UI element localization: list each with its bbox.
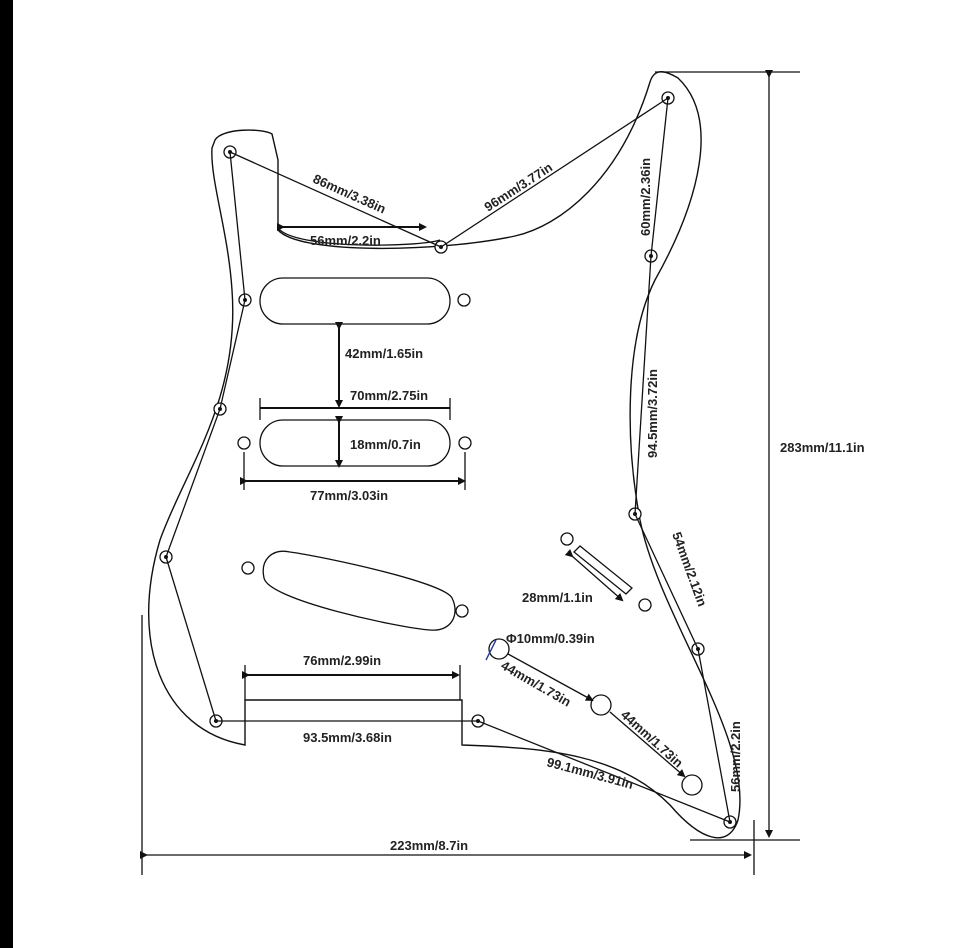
neck-pickup-slot bbox=[259, 277, 451, 325]
pot-spacing-line-1 bbox=[507, 653, 594, 701]
switch-screw-hole bbox=[560, 532, 574, 546]
label-70: 70mm/2.75in bbox=[350, 388, 428, 403]
label-283: 283mm/11.1in bbox=[780, 440, 865, 455]
left-border-bar bbox=[0, 0, 13, 948]
label-60: 60mm/2.36in bbox=[638, 158, 653, 236]
label-42: 42mm/1.65in bbox=[345, 346, 423, 361]
diameter-indicator bbox=[485, 639, 497, 661]
label-28: 28mm/1.1in bbox=[522, 590, 593, 605]
screw-path-bottom bbox=[216, 720, 731, 823]
label-93-5: 93.5mm/3.68in bbox=[303, 730, 392, 745]
screw-path-right bbox=[634, 97, 731, 823]
label-54: 54mm/2.12in bbox=[669, 530, 710, 609]
pickguard-outline bbox=[148, 71, 741, 839]
label-96: 96mm/3.77in bbox=[481, 159, 555, 214]
pickup-screw-hole bbox=[457, 293, 471, 307]
label-76: 76mm/2.99in bbox=[303, 653, 381, 668]
pot-hole bbox=[681, 774, 703, 796]
pickup-screw-hole bbox=[241, 561, 255, 575]
label-223: 223mm/8.7in bbox=[390, 838, 468, 853]
switch-screw-hole bbox=[638, 598, 652, 612]
bridge-pickup-slot bbox=[262, 550, 456, 631]
screw-path-top bbox=[229, 97, 669, 248]
dim-line-28 bbox=[564, 549, 624, 602]
label-18: 18mm/0.7in bbox=[350, 437, 421, 452]
label-44-b: 44mm/1.73in bbox=[618, 707, 686, 770]
pot-spacing-line-2 bbox=[609, 711, 686, 778]
pickup-screw-hole bbox=[458, 436, 472, 450]
neck-pocket-curve bbox=[277, 227, 441, 246]
label-10: Φ10mm/0.39in bbox=[506, 631, 595, 646]
label-56-top: 56mm/2.2in bbox=[310, 233, 381, 248]
pickup-screw-hole bbox=[455, 604, 469, 618]
label-77: 77mm/3.03in bbox=[310, 488, 388, 503]
pickup-screw-hole bbox=[237, 436, 251, 450]
label-56-right: 56mm/2.2in bbox=[728, 721, 743, 792]
screw-path-left bbox=[165, 151, 246, 722]
switch-slot bbox=[573, 545, 633, 595]
label-94-5: 94.5mm/3.72in bbox=[645, 369, 660, 458]
pot-hole bbox=[590, 694, 612, 716]
middle-pickup-slot bbox=[259, 419, 451, 467]
